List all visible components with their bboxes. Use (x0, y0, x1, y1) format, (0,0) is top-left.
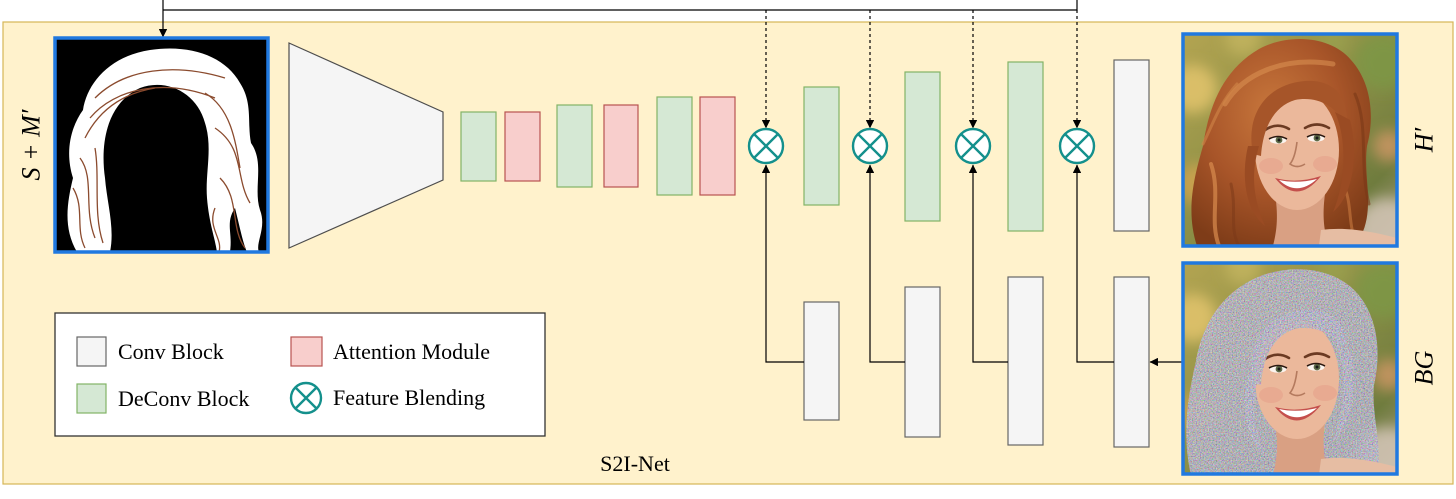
sketch-mask-frame (53, 36, 270, 254)
legend-item-conv-block: Conv Block (76, 336, 224, 367)
feature-blending-2 (851, 127, 889, 165)
legend-label-deconv-block: DeConv Block (118, 386, 249, 411)
top-feedback-line (163, 0, 1078, 11)
circled-x-icon (747, 127, 785, 165)
deconv-block-3 (656, 96, 693, 196)
circled-x-icon (289, 381, 323, 415)
circled-x-icon (954, 127, 992, 165)
legend-box (54, 312, 546, 437)
attention-module-3 (699, 96, 736, 196)
circled-x-icon (851, 127, 889, 165)
sketch-hair-strokes (72, 69, 251, 252)
background-feature-arrow-2 (865, 164, 905, 363)
feature-blending-4 (1058, 127, 1096, 165)
background-conv-block-4 (1113, 276, 1150, 448)
deconv-block-2 (556, 104, 593, 188)
legend-item-attention-module: Attention Module (290, 336, 490, 367)
sketch-input-label: S + M′ (17, 109, 46, 180)
attention-module-2 (603, 104, 639, 188)
background-conv-block-1 (803, 301, 840, 421)
background-feature-arrow-1 (761, 164, 804, 363)
deconv-block-1 (460, 111, 497, 182)
legend-label-conv-block: Conv Block (118, 339, 224, 364)
legend: Conv Block Attention Module DeConv Block… (54, 312, 546, 437)
background-feature-arrow-4 (1072, 164, 1114, 363)
sketch-face-region (103, 84, 217, 252)
attention-module-swatch (290, 336, 323, 367)
deconv-block-6 (1007, 61, 1044, 232)
deconv-block-4 (803, 86, 840, 206)
legend-item-feature-blending: Feature Blending (289, 381, 485, 415)
conv-block-swatch (76, 336, 107, 367)
panel-title: S2I-Net (600, 451, 670, 476)
background-feature-arrow-3 (968, 164, 1008, 363)
background-image-frame (1181, 261, 1399, 476)
hair-strand-left (1244, 146, 1265, 226)
encoder-trapezoid (288, 42, 444, 249)
hair-result-label: H′ (1410, 127, 1439, 153)
sketch-mask-image (53, 36, 270, 254)
circled-x-icon (1058, 127, 1096, 165)
background-image-label: BG (1410, 350, 1439, 385)
background-conv-block-2 (904, 286, 941, 438)
attention-module-1 (504, 111, 541, 182)
deconv-block-5 (904, 71, 941, 222)
legend-label-feature-blending: Feature Blending (333, 385, 485, 410)
hair-result-image (1181, 32, 1399, 248)
hair-fringe (1251, 80, 1348, 156)
legend-label-attention-module: Attention Module (333, 339, 490, 364)
feature-blending-3 (954, 127, 992, 165)
output-conv-block (1113, 59, 1150, 232)
sketch-curl-gap (229, 208, 247, 252)
feature-blending-1 (747, 127, 785, 165)
background-conv-block-3 (1007, 276, 1044, 446)
hair-result-frame (1181, 32, 1399, 248)
hair-strand-right (1333, 112, 1355, 212)
deconv-block-swatch (76, 383, 107, 414)
background-image (1181, 261, 1399, 476)
legend-item-deconv-block: DeConv Block (76, 383, 249, 414)
